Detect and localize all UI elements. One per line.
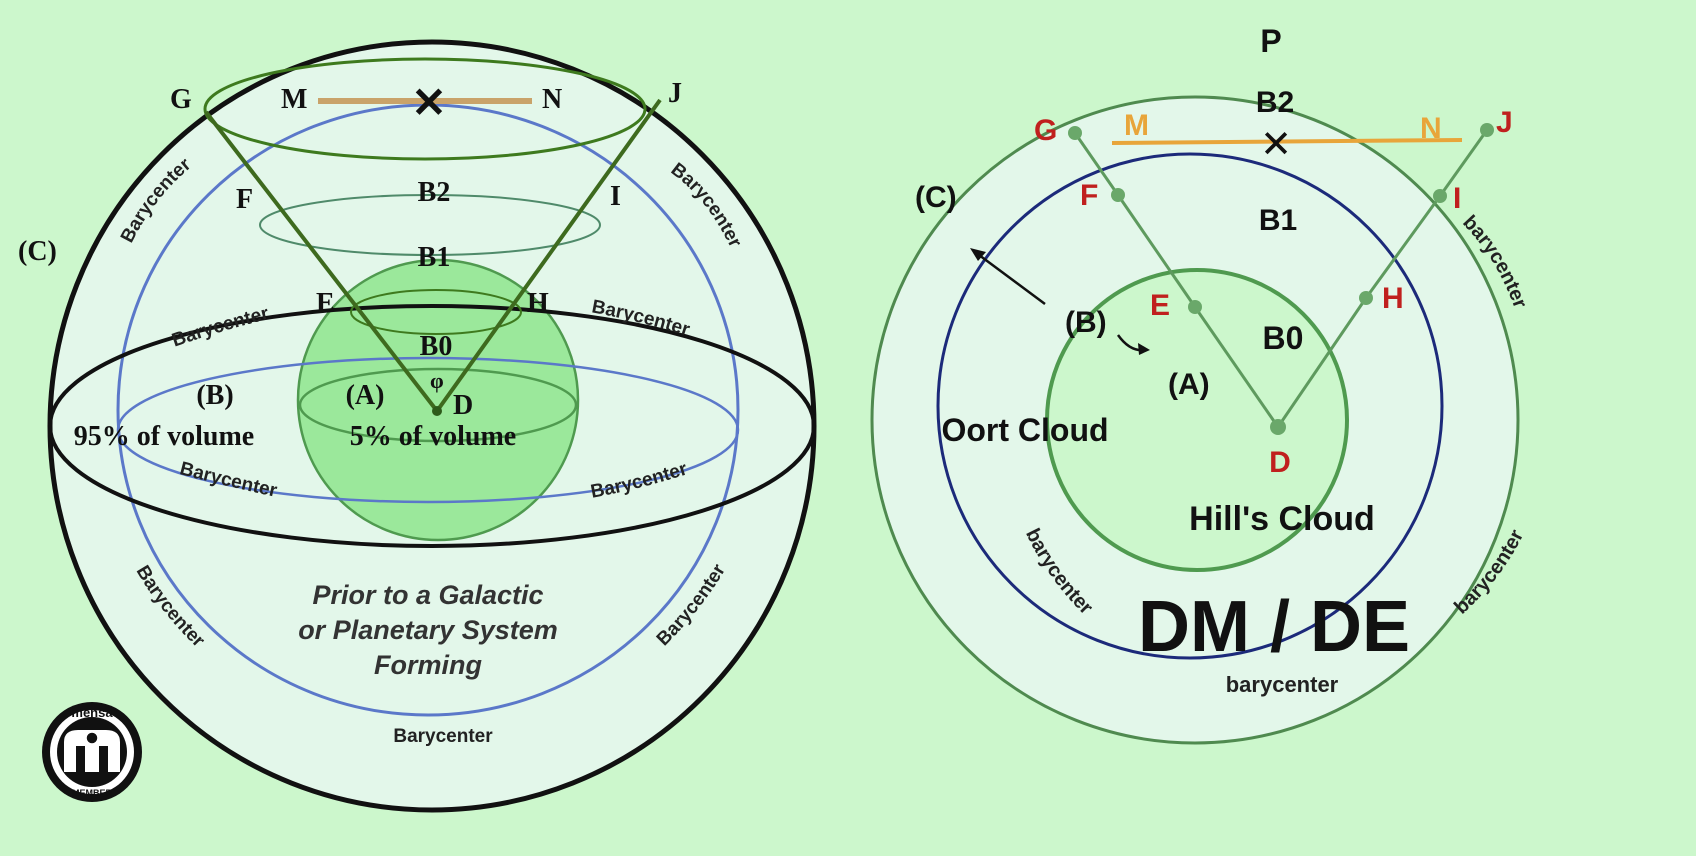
left-point-f: F xyxy=(236,184,253,215)
right-circle-diagram xyxy=(870,95,1520,745)
right-dm-de: DM / DE xyxy=(1138,587,1410,667)
right-line-fe xyxy=(1116,194,1197,308)
left-green-equator xyxy=(298,367,578,443)
left-equator-ellipse xyxy=(48,304,816,548)
right-line-ed xyxy=(1193,306,1280,428)
left-label-c: (C) xyxy=(18,236,57,267)
right-point-n: N xyxy=(1420,112,1442,145)
mensa-top-text: mensa xyxy=(71,705,113,720)
right-line-hi xyxy=(1364,195,1442,299)
right-oort-cloud: Oort Cloud xyxy=(941,412,1108,448)
right-arrow-c-head xyxy=(970,248,986,261)
left-cone-line-jd xyxy=(435,98,662,413)
right-label-b2: B2 xyxy=(1256,86,1294,119)
right-point-e: E xyxy=(1150,289,1170,322)
right-arrow-b-head xyxy=(1138,343,1150,355)
left-point-h: H xyxy=(527,288,549,319)
right-node-j xyxy=(1480,123,1494,137)
left-caption-line2: or Planetary System xyxy=(298,615,558,645)
left-point-i: I xyxy=(610,181,621,212)
left-barycenter-bottom: Barycenter xyxy=(393,726,493,747)
left-volume-b: 95% of volume xyxy=(74,421,254,452)
left-point-d-dot xyxy=(432,406,442,416)
right-label-a: (A) xyxy=(1168,368,1210,401)
left-point-n: N xyxy=(542,84,562,115)
right-label-b1: B1 xyxy=(1259,204,1297,237)
right-node-e xyxy=(1188,300,1202,314)
right-node-d xyxy=(1270,419,1286,435)
right-line-ij xyxy=(1438,129,1489,197)
left-zone-a: (A) xyxy=(346,380,385,411)
right-node-g xyxy=(1068,126,1082,140)
left-point-j: J xyxy=(668,78,682,109)
left-point-e: E xyxy=(316,288,335,319)
right-label-b: (B) xyxy=(1065,306,1107,339)
right-point-j: J xyxy=(1496,106,1513,139)
right-line-dh xyxy=(1276,297,1368,428)
right-label-p: P xyxy=(1260,23,1281,59)
left-cross-mark: ✕ xyxy=(411,81,446,127)
right-line-gf xyxy=(1073,132,1120,196)
left-green-sphere xyxy=(296,258,580,542)
right-node-i xyxy=(1433,189,1447,203)
mensa-member-badge: mensa MEMBER xyxy=(42,702,142,802)
right-hills-cloud: Hill's Cloud xyxy=(1189,500,1375,538)
left-zone-b2: B2 xyxy=(418,177,451,208)
right-label-b0: B0 xyxy=(1263,320,1304,356)
left-volume-a: 5% of volume xyxy=(350,421,516,452)
left-caption-line3: Forming xyxy=(374,650,482,680)
mensa-m-icon xyxy=(64,730,120,772)
left-caption-line1: Prior to a Galactic xyxy=(312,580,543,610)
right-point-h: H xyxy=(1382,282,1404,315)
left-inner-blue-sphere xyxy=(116,103,740,717)
right-point-m: M xyxy=(1124,109,1149,142)
left-cone-rim-low xyxy=(350,289,522,335)
left-cone-rim-top xyxy=(203,57,647,161)
left-zone-b0: B0 xyxy=(420,331,453,362)
left-point-g: G xyxy=(170,84,192,115)
left-cone-rim-mid xyxy=(259,194,601,256)
right-node-f xyxy=(1111,188,1125,202)
left-zone-b: (B) xyxy=(196,380,233,411)
right-point-d: D xyxy=(1269,446,1291,479)
right-barycenter-bottom: barycenter xyxy=(1226,672,1339,697)
right-point-i: I xyxy=(1453,182,1461,215)
mensa-globe-icon xyxy=(85,731,99,745)
left-blue-equator xyxy=(116,356,740,504)
mensa-bottom-text: MEMBER xyxy=(72,788,112,798)
right-label-c: (C) xyxy=(915,181,957,214)
left-phi-symbol: φ xyxy=(430,368,444,393)
right-point-g: G xyxy=(1034,114,1057,147)
right-arrow-c xyxy=(974,250,1046,306)
left-cone-line-gd xyxy=(204,110,439,413)
right-hills-cloud-circle xyxy=(1045,268,1349,572)
right-mn-line xyxy=(1111,138,1463,145)
right-cross-mark: ✕ xyxy=(1260,124,1292,166)
left-zone-b1: B1 xyxy=(418,242,451,273)
left-sphere-diagram xyxy=(47,39,817,813)
left-point-d: D xyxy=(453,390,473,421)
right-point-f: F xyxy=(1080,179,1098,212)
left-point-m: M xyxy=(281,84,307,115)
right-node-h xyxy=(1359,291,1373,305)
